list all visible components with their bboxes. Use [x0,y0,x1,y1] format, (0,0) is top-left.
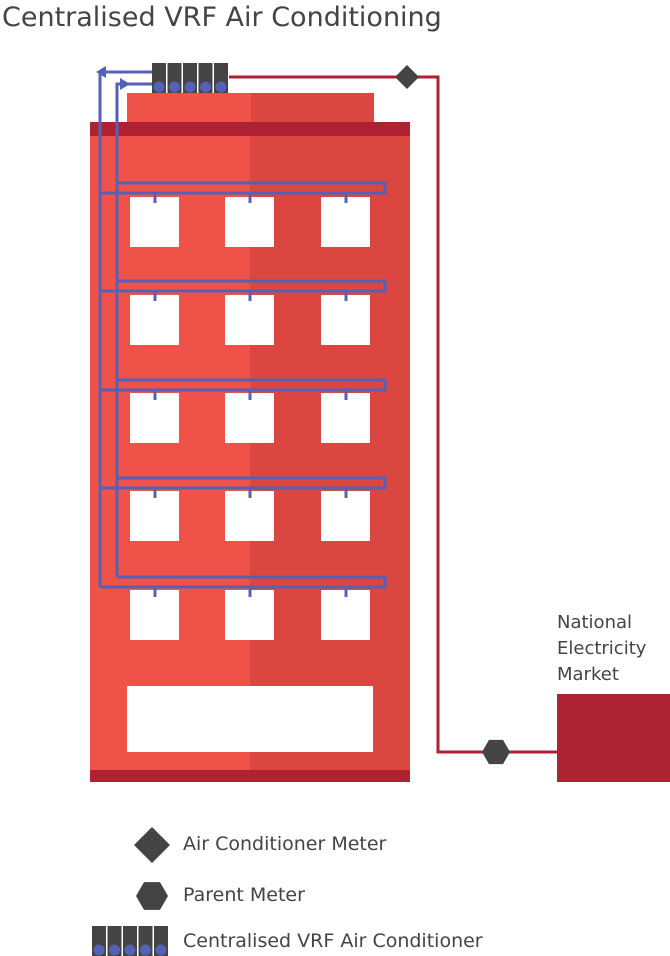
pipe-supply [115,82,152,577]
pipe-loop-floor-3 [100,378,387,392]
legend-label-ac-meter: Air Conditioner Meter [183,833,387,855]
legend-diamond-meter-icon [134,827,170,863]
window [130,491,179,541]
window [225,590,274,640]
vrf-unit-icon-fan [200,81,211,93]
vrf-unit-icon-fan [215,81,227,93]
ac-meter-diamond-icon [395,65,419,89]
building-entrance [127,686,373,752]
roof-block-shade [251,93,374,123]
pipe-loop-floor-1 [100,181,387,195]
pipe-loop-floor-5 [100,575,387,589]
window [130,590,179,640]
arrow-icon [96,66,106,78]
legend-hexagon-meter-icon [136,882,168,910]
window [130,295,179,345]
window [225,295,274,345]
window [130,393,179,443]
window [321,295,370,345]
legend-vrf-unit-icon-fan [155,944,167,956]
legend-label-parent-meter: Parent Meter [183,884,305,906]
roof-block [127,93,251,123]
parent-meter-hexagon-icon [482,739,510,765]
legend-vrf-unit-icon-fan [124,944,136,956]
national-electricity-market-box [557,694,670,782]
window [130,197,179,247]
vrf-unit-icon-fan [153,81,165,93]
window [321,393,370,443]
window [225,197,274,247]
building-top-band [90,122,410,136]
legend-vrf-unit-icon-fan [93,944,105,956]
window [321,590,370,640]
window [225,491,274,541]
market-label: National Electricity Market [557,612,647,685]
legend-vrf-unit-icon-fan [140,944,151,956]
window [225,393,274,443]
window [321,491,370,541]
vrf-unit-icon-fan [169,81,180,93]
legend-label-vrf-unit: Centralised VRF Air Conditioner [183,930,483,952]
pipe-loop-floor-4 [100,476,387,490]
arrow-icon [120,78,130,90]
pipe-loop-floor-2 [100,279,387,293]
page-title: Centralised VRF Air Conditioning [2,2,442,33]
legend-vrf-unit-icon-fan [109,944,120,956]
window [321,197,370,247]
building-bottom-band [90,770,410,782]
vrf-unit-icon-fan [184,81,196,93]
